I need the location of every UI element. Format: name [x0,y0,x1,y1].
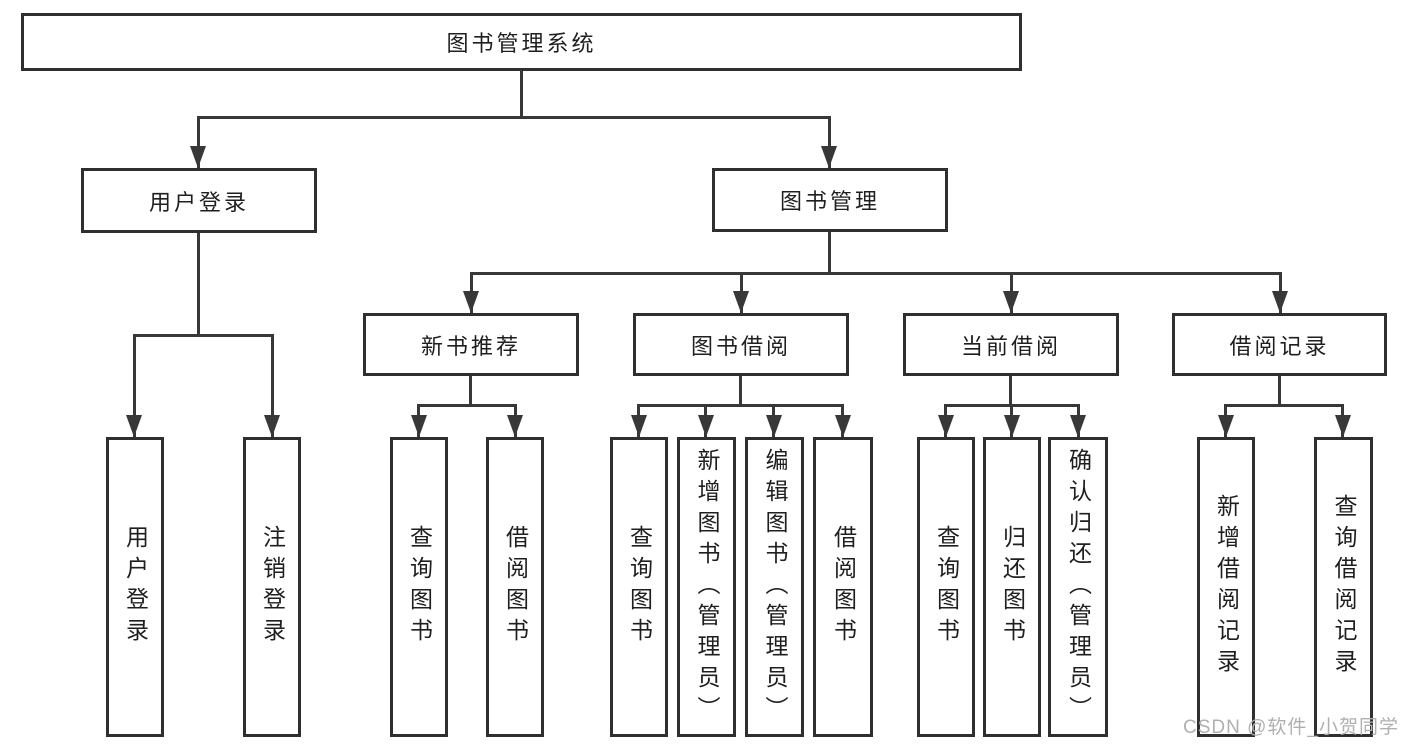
node-current-borrow: 当前借阅 [903,313,1119,376]
arrowhead-icon [938,415,954,437]
arrowhead-icon [698,415,714,437]
connector-line [637,404,844,407]
arrowhead-icon [1070,415,1086,437]
csdn-watermark: CSDN @软件_小贺同学 [1183,717,1399,738]
arrowhead-icon [733,291,749,313]
arrowhead-icon [463,291,479,313]
node-cb-return-books: 归还图书 [983,437,1041,737]
arrowhead-icon [190,146,206,168]
arrowhead-icon [631,415,647,437]
connector-line [197,233,200,337]
node-br-query-record: 查询借阅记录 [1314,437,1373,737]
connector-line [197,116,831,119]
node-cb-confirm-return: 确认归还（管理员） [1048,437,1108,737]
node-root: 图书管理系统 [21,13,1022,71]
arrowhead-icon [126,415,142,437]
connector-line [133,334,136,437]
connector-line [417,404,517,407]
connector-line [469,376,472,406]
arrowhead-icon [1003,291,1019,313]
arrowhead-icon [835,415,851,437]
node-borrow-records: 借阅记录 [1172,313,1387,376]
arrowhead-icon [1335,415,1351,437]
connector-line [739,376,742,406]
node-login: 用户登录 [106,437,164,737]
connector-line [1278,376,1281,406]
arrowhead-icon [766,415,782,437]
node-bb-borrow-books: 借阅图书 [813,437,873,737]
node-new-books: 新书推荐 [363,313,579,376]
connector-line [1224,404,1344,407]
node-nb-query-books: 查询图书 [390,437,448,737]
arrowhead-icon [1272,291,1288,313]
node-book-mgmt-branch: 图书管理 [712,168,948,232]
node-bb-edit-books: 编辑图书（管理员） [745,437,804,737]
node-user-login-branch: 用户登录 [81,168,317,233]
node-nb-borrow-books: 借阅图书 [486,437,544,737]
node-br-add-record: 新增借阅记录 [1197,437,1255,737]
node-book-borrow: 图书借阅 [633,313,849,376]
arrowhead-icon [1218,415,1234,437]
arrowhead-icon [507,415,523,437]
connector-line [828,116,831,168]
node-cb-query-books: 查询图书 [917,437,975,737]
node-bb-query-books: 查询图书 [610,437,668,737]
connector-line [197,116,200,168]
arrowhead-icon [264,415,280,437]
arrowhead-icon [411,415,427,437]
connector-line [520,70,523,118]
node-logout: 注销登录 [243,437,301,737]
arrowhead-icon [1004,415,1020,437]
connector-line [133,334,274,337]
connector-line [271,334,274,437]
connector-line [1009,376,1012,406]
connector-line [470,272,1282,275]
arrowhead-icon [821,146,837,168]
connector-line [828,232,831,274]
node-bb-add-books: 新增图书（管理员） [677,437,736,737]
